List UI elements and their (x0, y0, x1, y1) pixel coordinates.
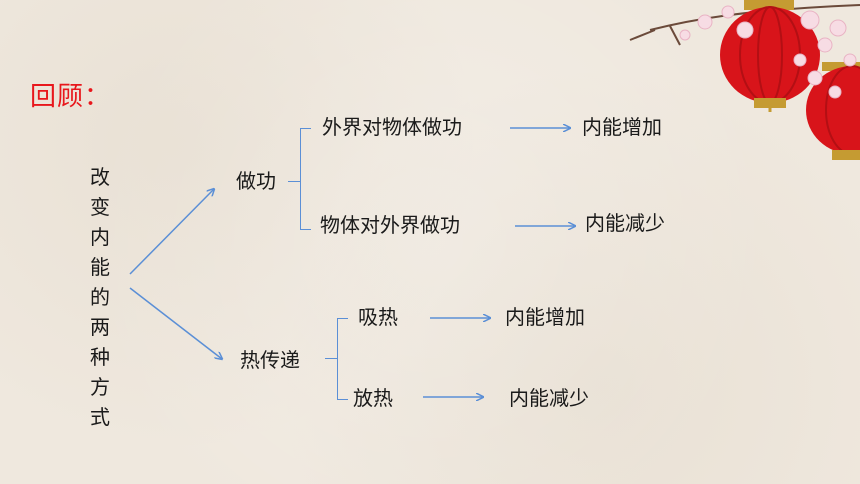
cause-absorb-heat: 吸热 (358, 305, 398, 329)
result-increase-1: 内能增加 (582, 115, 662, 139)
cause-release-heat: 放热 (353, 386, 393, 410)
arrow-root-to-rechuandi (129, 287, 222, 359)
bracket-hook-rechuandi (325, 358, 337, 359)
blossom-icon (679, 5, 857, 99)
page-title: 回顾： (30, 82, 112, 112)
result-increase-2: 内能增加 (505, 305, 585, 329)
cause-work-on-object: 外界对物体做功 (322, 115, 462, 139)
branch-label-rechuandi: 热传递 (240, 348, 300, 372)
result-decrease-1: 内能减少 (585, 211, 665, 235)
root-label: 改变内能的两种方式 (90, 165, 110, 429)
arrow-root-to-zuogong (129, 189, 214, 275)
branch-label-zuogong: 做功 (236, 169, 276, 193)
bracket-hook-zuogong (288, 181, 300, 182)
bracket-zuogong (300, 128, 311, 230)
lantern-icon (806, 62, 860, 160)
cause-object-does-work: 物体对外界做功 (320, 213, 460, 237)
bracket-rechuandi (337, 318, 348, 400)
lantern-blossom-decoration (629, 0, 860, 160)
result-decrease-2: 内能减少 (509, 386, 589, 410)
